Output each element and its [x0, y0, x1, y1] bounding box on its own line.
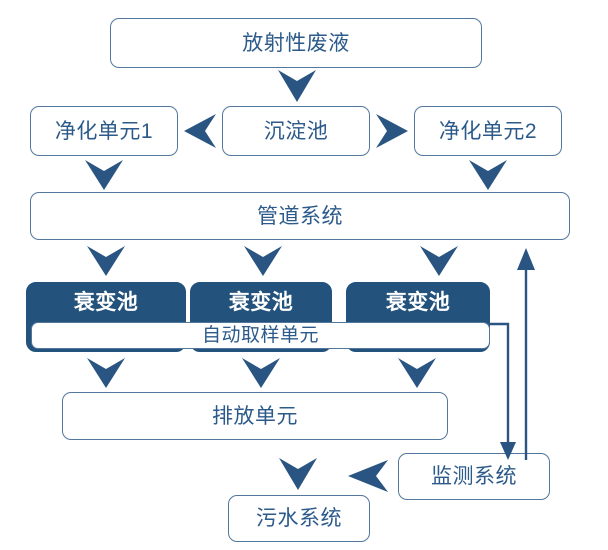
node-monitoring-system[interactable]: 监测系统 [398, 453, 550, 500]
arrow-pipeline-to-decay2-icon [244, 246, 282, 276]
node-sedimentation-tank[interactable]: 沉淀池 [222, 106, 370, 156]
node-auto-sampling-unit[interactable]: 自动取样单元 [31, 322, 490, 349]
node-purification-unit-1[interactable]: 净化单元1 [30, 106, 178, 156]
node-waste-liquid-label: 放射性废液 [242, 31, 350, 55]
node-sewage-system-label: 污水系统 [256, 507, 342, 530]
node-pipeline-system-label: 管道系统 [257, 204, 343, 228]
node-purification-unit-2-label: 净化单元2 [438, 119, 538, 143]
arrow-waste-to-sediment-icon [278, 70, 316, 102]
connector-monitoring-to-pipeline [517, 248, 535, 460]
node-auto-sampling-unit-label: 自动取样单元 [201, 325, 319, 346]
arrow-decay3-to-discharge-icon [398, 358, 436, 388]
arrow-monitoring-to-sewage-icon [348, 460, 388, 492]
arrow-pipeline-to-decay1-icon [87, 246, 125, 276]
arrow-sediment-to-purification1-icon [184, 114, 216, 148]
arrow-decay2-to-discharge-icon [242, 358, 280, 388]
node-decay-tank-3-label: 衰变池 [385, 291, 451, 314]
arrow-pipeline-to-decay3-icon [420, 246, 458, 276]
connector-sampling-to-monitoring [488, 322, 516, 460]
node-discharge-unit-label: 排放单元 [212, 404, 298, 428]
arrow-purification2-to-pipeline-icon [469, 160, 507, 190]
arrow-discharge-to-sewage-icon [279, 458, 317, 490]
arrow-purification1-to-pipeline-icon [85, 160, 123, 190]
node-decay-tank-2-label: 衰变池 [228, 291, 294, 314]
node-waste-liquid[interactable]: 放射性废液 [110, 18, 482, 68]
arrow-decay1-to-discharge-icon [87, 358, 125, 388]
node-sedimentation-tank-label: 沉淀池 [263, 119, 329, 143]
node-monitoring-system-label: 监测系统 [431, 465, 517, 488]
node-purification-unit-1-label: 净化单元1 [54, 119, 154, 143]
node-decay-tank-1-label: 衰变池 [73, 291, 139, 314]
arrow-sediment-to-purification2-icon [376, 114, 408, 148]
node-pipeline-system[interactable]: 管道系统 [30, 192, 570, 240]
node-sewage-system[interactable]: 污水系统 [228, 495, 370, 542]
node-discharge-unit[interactable]: 排放单元 [62, 392, 448, 440]
node-purification-unit-2[interactable]: 净化单元2 [414, 106, 562, 156]
